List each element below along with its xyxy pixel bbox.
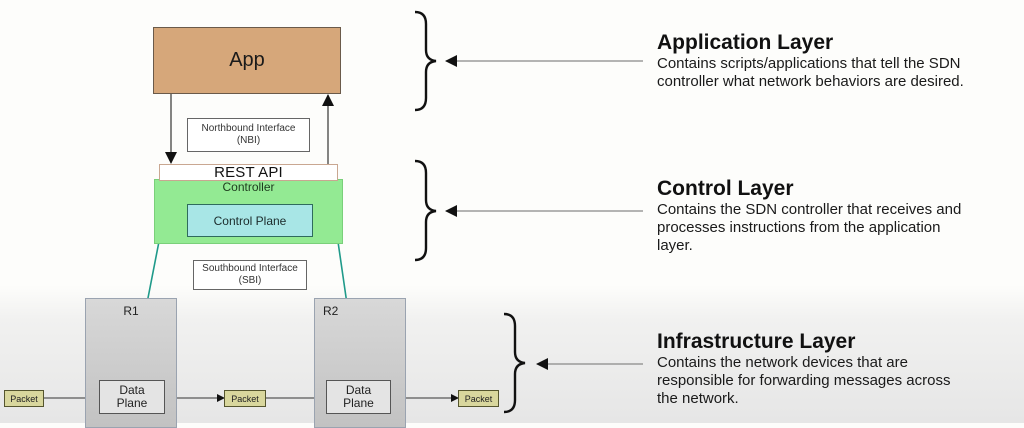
brace-application <box>414 10 437 112</box>
control-layer-title: Control Layer <box>657 177 794 200</box>
sbi-abbrev: (SBI) <box>238 275 262 286</box>
brace-infrastructure <box>503 312 526 414</box>
application-layer-desc-line: Contains scripts/applications that tell … <box>657 55 961 72</box>
brace-control <box>414 159 437 262</box>
router-r2-label: R2 <box>323 304 339 318</box>
nbi-label: Northbound Interface <box>201 123 296 134</box>
control-plane-label: Control Plane <box>213 213 287 228</box>
control-layer-desc-line: processes instructions from the applicat… <box>657 219 941 236</box>
packet-1: Packet <box>4 390 44 407</box>
packet-2: Packet <box>224 390 266 407</box>
infrastructure-layer-description: Infrastructure Layer Contains the networ… <box>657 330 1024 408</box>
infrastructure-layer-desc-line: the network. <box>657 390 739 407</box>
packet-3-label: Packet <box>464 393 493 404</box>
southbound-interface-box: Southbound Interface (SBI) <box>193 260 307 290</box>
data-plane-r2: Data Plane <box>326 380 391 414</box>
data-plane-r1-line1: Data <box>119 383 145 397</box>
app-box: App <box>153 27 341 94</box>
control-layer-desc-line: Contains the SDN controller that receive… <box>657 201 962 218</box>
data-plane-r2-line1: Data <box>345 383 372 397</box>
infrastructure-layer-desc-line: Contains the network devices that are <box>657 354 908 371</box>
data-plane-r1-line2: Plane <box>116 396 148 410</box>
sbi-label: Southbound Interface <box>202 263 298 274</box>
application-layer-desc-line: controller what network behaviors are de… <box>657 73 964 90</box>
control-layer-desc-line: layer. <box>657 237 693 254</box>
infrastructure-layer-desc-line: responsible for forwarding messages acro… <box>657 372 951 389</box>
control-layer-description: Control Layer Contains the SDN controlle… <box>657 177 1024 255</box>
rest-api-box: REST API <box>159 164 338 181</box>
application-layer-title: Application Layer <box>657 31 834 54</box>
infrastructure-layer-title: Infrastructure Layer <box>657 330 856 353</box>
data-plane-r2-line2: Plane <box>343 396 374 410</box>
controller-label: Controller <box>222 180 275 194</box>
app-label: App <box>229 49 265 71</box>
rest-api-label: REST API <box>214 164 283 181</box>
control-plane-box: Control Plane <box>187 204 313 237</box>
packet-2-label: Packet <box>231 393 259 404</box>
data-plane-r1: Data Plane <box>99 380 165 414</box>
router-r1-label: R1 <box>123 304 139 318</box>
application-layer-description: Application Layer Contains scripts/appli… <box>657 31 1024 91</box>
northbound-interface-box: Northbound Interface (NBI) <box>187 118 310 152</box>
nbi-abbrev: (NBI) <box>236 135 261 146</box>
packet-3: Packet <box>458 390 499 407</box>
packet-1-label: Packet <box>10 393 38 404</box>
